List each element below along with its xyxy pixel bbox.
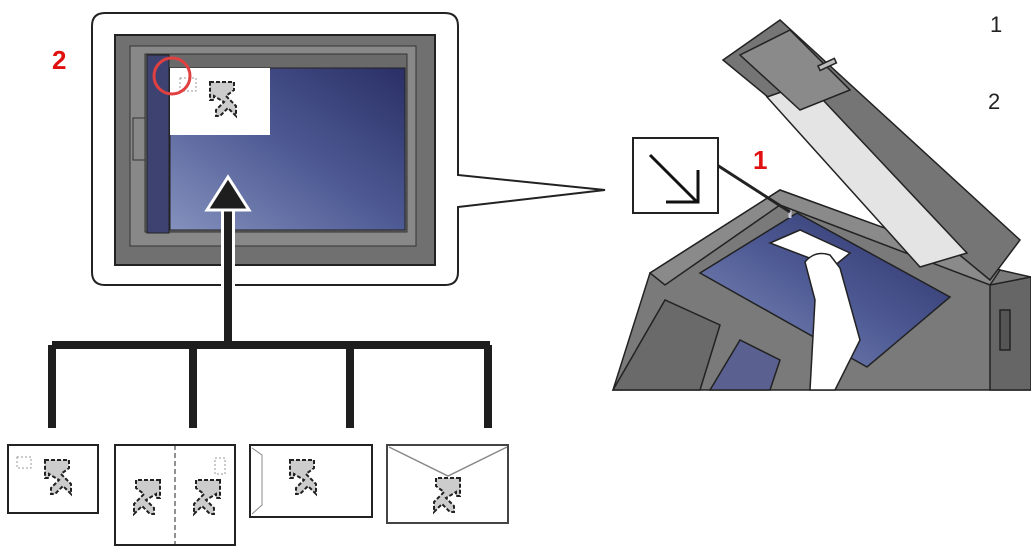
originals-tree <box>48 174 492 428</box>
corner-highlight-circle <box>152 56 192 96</box>
printer-step-label: 1 <box>753 145 768 175</box>
document-on-glass <box>170 68 270 135</box>
original-envelope-side <box>249 444 373 518</box>
placement-arrow-icon <box>632 137 791 214</box>
original-sheet <box>7 444 99 514</box>
original-envelope-top <box>386 444 509 524</box>
callout-step-label: 2 <box>52 45 67 75</box>
callout-magnified-view <box>91 12 606 286</box>
side-step-1-label: 1 <box>990 12 1003 37</box>
printer-illustration <box>611 19 1031 391</box>
original-book <box>114 444 236 546</box>
side-step-2-label: 2 <box>988 89 1001 114</box>
